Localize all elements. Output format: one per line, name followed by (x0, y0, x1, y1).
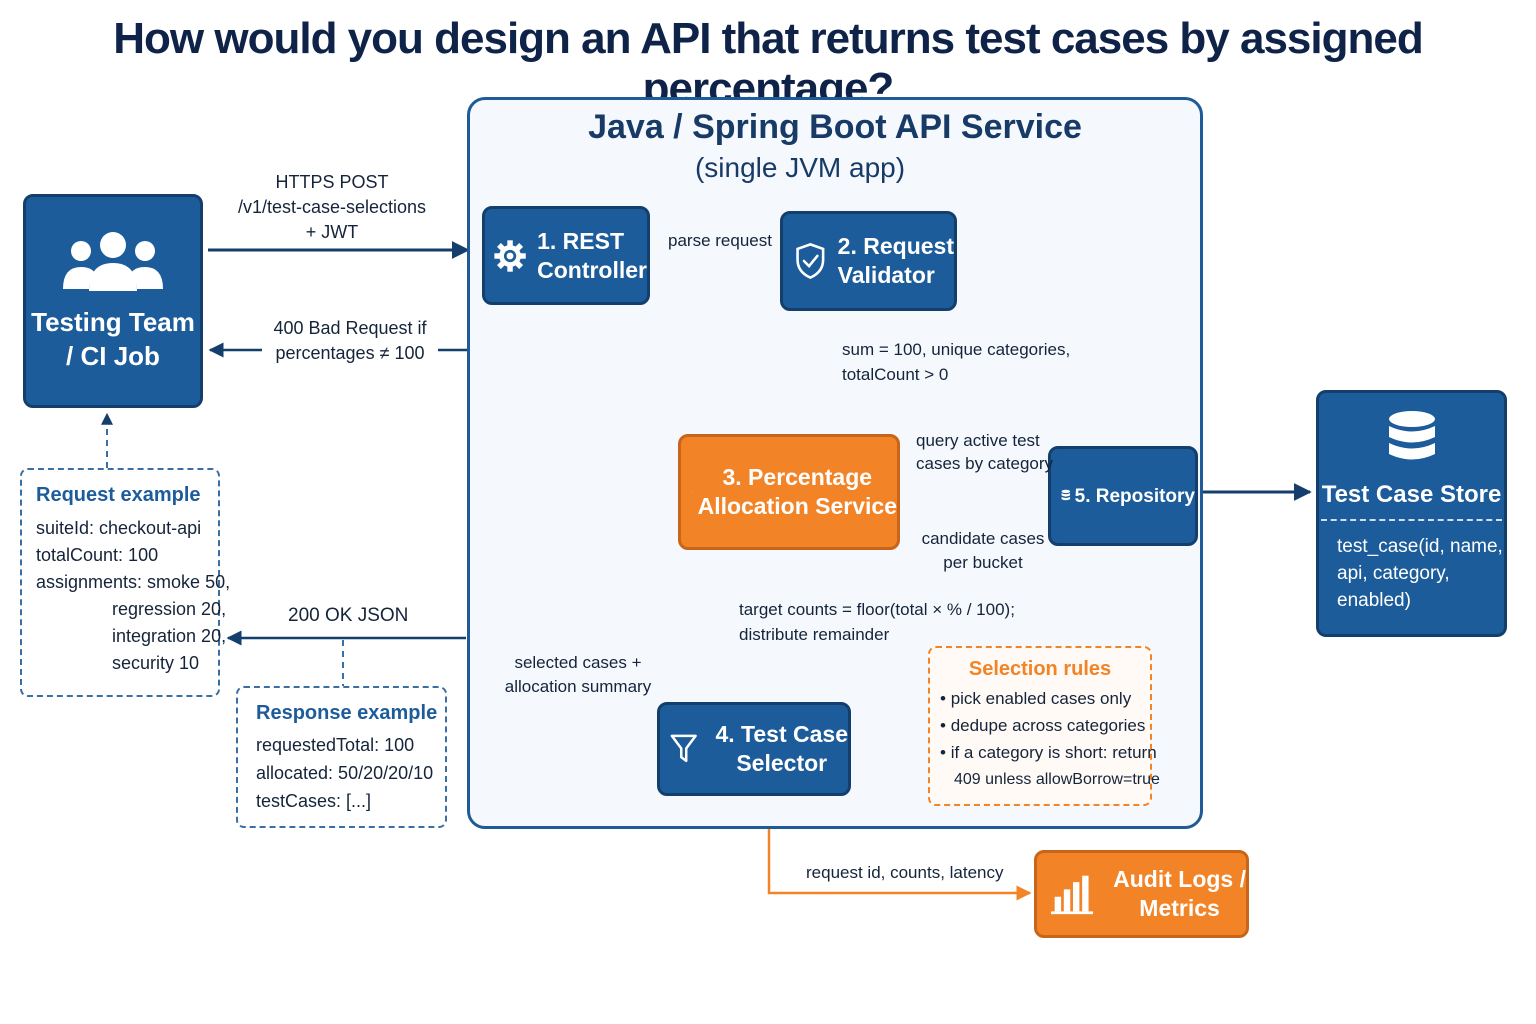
shield-check-icon (796, 243, 825, 280)
audit-logs-node[interactable]: Audit Logs / Metrics (1034, 850, 1249, 938)
rule-item: • pick enabled cases only (940, 689, 1132, 708)
target-counts-label: target counts = floor(total × % / 100); … (739, 600, 1015, 644)
selection-rules-title: Selection rules (968, 658, 1112, 680)
rule-text: dedupe across categories (950, 716, 1146, 735)
audit-edge-label: request id, counts, latency (806, 863, 1004, 882)
selected-cases-label: selected cases + allocation summary (504, 653, 652, 696)
response-example-panel: Response example requestedTotal: 100 all… (236, 686, 447, 828)
https-post-label: HTTPS POST /v1/test-case-selections + JW… (237, 172, 427, 242)
gear-icon (494, 239, 526, 272)
request-validator-node[interactable]: 2. Request Validator (780, 211, 957, 311)
test-case-store-node[interactable]: Test Case Store test_case(id, name, api,… (1316, 390, 1507, 637)
response-line: requestedTotal: 100 (256, 735, 415, 755)
rule-text: if a category is short: return (950, 743, 1157, 762)
request-line: security 10 (112, 653, 200, 673)
selection-rules-panel: Selection rules • pick enabled cases onl… (928, 646, 1160, 806)
rest-controller-node[interactable]: 1. REST Controller (482, 206, 650, 305)
validation-rules-label: sum = 100, unique categories, totalCount… (842, 340, 1071, 384)
pie-chart-icon (691, 491, 692, 493)
page-title: How would you design an API that returns… (113, 14, 1423, 113)
request-line: integration 20, (112, 626, 227, 646)
bad-request-label: 400 Bad Request if percentages ≠ 100 (262, 316, 438, 366)
candidate-cases-label: candidate cases per bucket (921, 529, 1045, 572)
test-case-store-title: Test Case Store (1321, 480, 1502, 521)
bar-chart-icon (1051, 875, 1094, 915)
repository-node[interactable]: 5. Repository (1048, 446, 1198, 546)
request-line: regression 20, (112, 599, 227, 619)
request-line: suiteId: checkout-api (36, 518, 202, 538)
parse-request-label: parse request (668, 231, 772, 250)
rule-text: pick enabled cases only (950, 689, 1132, 708)
filter-icon (670, 734, 697, 763)
request-line: assignments: smoke 50, (36, 572, 231, 592)
request-validator-label: 2. Request Validator (837, 233, 954, 288)
percentage-allocation-service-node[interactable]: 3. Percentage Allocation Service (678, 434, 900, 550)
rest-controller-label: 1. REST Controller (537, 227, 647, 283)
repository-label: 5. Repository (1074, 485, 1195, 507)
test-case-store-schema: test_case(id, name, api, category, enabl… (1337, 536, 1503, 611)
ok-json-label: 200 OK JSON (288, 605, 409, 626)
service-subtitle: (single JVM app) (694, 152, 906, 183)
request-example-title: Request example (36, 484, 201, 506)
rule-item: • dedupe across categories (940, 716, 1146, 735)
test-case-selector-label: 4. Test Case Selector (715, 721, 848, 776)
database-icon (1061, 489, 1071, 501)
response-line: testCases: [...] (256, 791, 372, 811)
test-case-selector-node[interactable]: 4. Test Case Selector (657, 702, 851, 796)
allocation-service-label: 3. Percentage Allocation Service (697, 464, 897, 519)
audit-logs-label: Audit Logs / Metrics (1113, 866, 1246, 921)
testing-team-label: Testing Team / CI Job (31, 307, 195, 371)
request-line: totalCount: 100 (36, 545, 159, 565)
rule-item-continued: 409 unless allowBorrow=true (954, 771, 1160, 788)
response-line: allocated: 50/20/20/10 (256, 763, 434, 783)
query-active-label: query active test cases by category (916, 431, 1054, 473)
service-title: Java / Spring Boot API Service (588, 108, 1082, 146)
rule-item: • if a category is short: return (940, 743, 1157, 762)
team-icon (63, 232, 163, 291)
testing-team-node[interactable]: Testing Team / CI Job (23, 194, 203, 408)
database-icon (1388, 411, 1435, 460)
response-example-title: Response example (256, 702, 438, 724)
request-example-panel: Request example suiteId: checkout-api to… (20, 468, 231, 697)
